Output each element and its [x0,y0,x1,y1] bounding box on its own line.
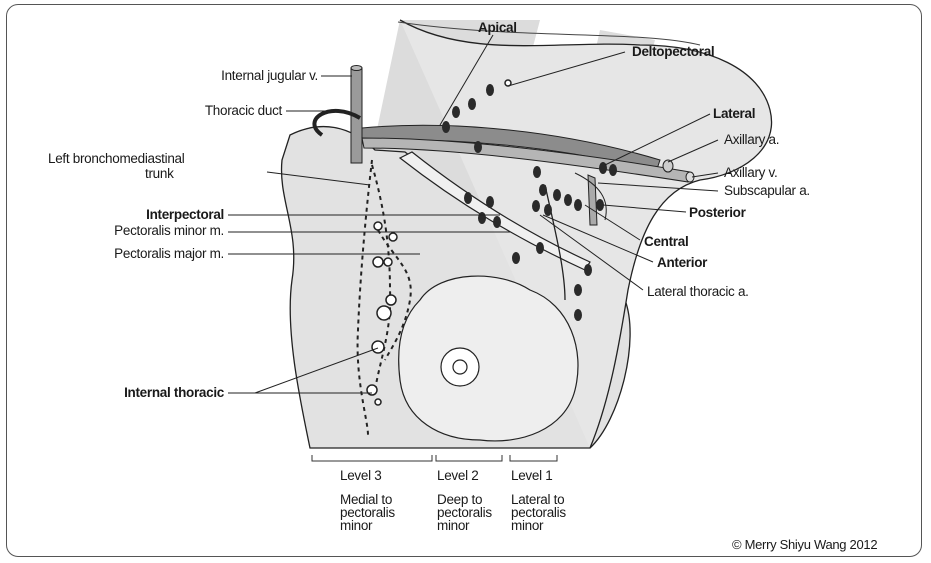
label-internal-jugular: Internal jugular v. [180,68,318,83]
label-pectoralis-minor: Pectoralis minor m. [70,223,224,238]
label-deltopectoral: Deltopectoral [632,44,714,59]
level-desc-line: minor [511,519,566,532]
label-axillary-a: Axillary a. [724,132,779,147]
level-title: Level 3 [340,469,395,482]
label-left-bronchomediastinal-trunk: trunk [145,166,174,181]
label-central: Central [644,234,688,249]
label-left-bronchomediastinal: Left bronchomediastinal [48,151,184,166]
label-anterior: Anterior [657,255,707,270]
label-axillary-v: Axillary v. [724,165,777,180]
label-pectoralis-major: Pectoralis major m. [60,246,224,261]
level-1-caption: Level 1 Lateral to pectoralis minor [511,469,566,532]
label-lateral-thoracic-a: Lateral thoracic a. [647,284,749,299]
label-thoracic-duct: Thoracic duct [150,103,282,118]
label-apical: Apical [478,20,517,35]
label-internal-thoracic: Internal thoracic [60,385,224,400]
level-desc-line: minor [437,519,492,532]
level-desc-line: minor [340,519,395,532]
copyright: © Merry Shiyu Wang 2012 [732,537,877,552]
level-title: Level 1 [511,469,566,482]
label-subscapular-a: Subscapular a. [724,183,810,198]
level-title: Level 2 [437,469,492,482]
level-3-caption: Level 3 Medial to pectoralis minor [340,469,395,532]
label-lateral: Lateral [713,106,755,121]
label-interpectoral: Interpectoral [100,207,224,222]
label-posterior: Posterior [689,205,746,220]
level-2-caption: Level 2 Deep to pectoralis minor [437,469,492,532]
level-brackets [312,455,557,461]
